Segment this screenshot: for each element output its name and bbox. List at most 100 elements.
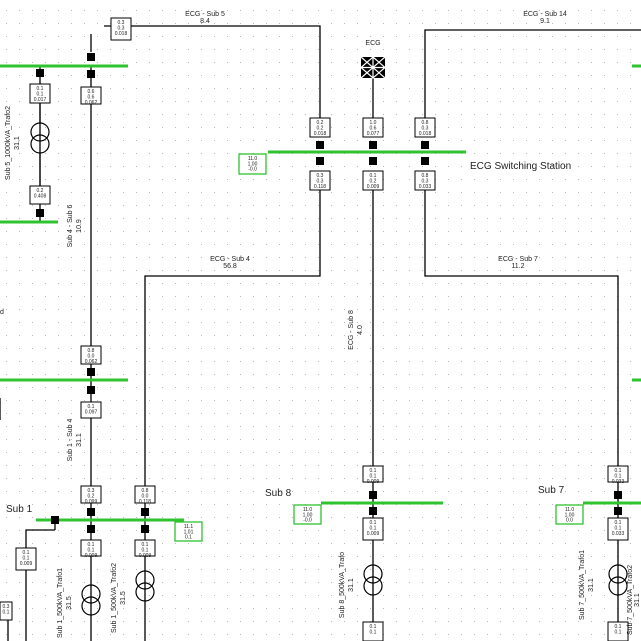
result-box[interactable]: 0.10.097	[80, 401, 102, 419]
breaker-square	[87, 525, 95, 533]
result-value: 1.0	[370, 120, 377, 126]
breaker-square	[316, 157, 324, 165]
transformer-symbol-sub8[interactable]	[363, 564, 383, 596]
breaker-square	[369, 157, 377, 165]
result-value: 0.1	[142, 548, 149, 554]
line-label-ecg-sub4: ECG - Sub 4	[210, 256, 250, 263]
result-box[interactable]: 0.10.1	[362, 621, 384, 641]
result-box[interactable]: 0.30.30.118	[309, 170, 331, 191]
bus-result-box-sub8[interactable]: 11.01.00-0.0	[293, 504, 322, 525]
result-value: 0.017	[34, 97, 47, 103]
trafo-value-sub7-1: 31.1	[588, 578, 595, 592]
bus-result-box-sub7[interactable]: 11.01.000.0	[555, 504, 584, 525]
bus-result-value: 11.0	[565, 507, 575, 513]
result-box[interactable]: 0.10.1	[607, 621, 629, 641]
line-ecg-sub7	[424, 190, 619, 466]
result-value: 0.1	[370, 630, 377, 636]
result-box[interactable]: 0.10.20.009	[362, 170, 384, 191]
result-value: 0.2	[317, 126, 324, 132]
result-box[interactable]: 0.10.10.033	[607, 517, 629, 541]
result-value: 0.1	[37, 86, 44, 92]
trafo-label-sub1-1: Sub 1_500kVA_Trafo1	[57, 568, 64, 638]
result-box[interactable]: 0.60.60.062	[80, 86, 102, 106]
result-value: 0.1	[615, 468, 622, 474]
breaker-square	[141, 525, 149, 533]
breaker-square	[369, 141, 377, 149]
result-box[interactable]: 0.30.20.099	[80, 485, 102, 505]
result-value: 0.018	[419, 131, 432, 137]
trafo-label-sub7-1: Sub 7_500kVA_Trafo1	[579, 550, 586, 620]
result-value: 0.033	[419, 184, 432, 190]
line-ecg-sub4	[144, 190, 321, 486]
bus-result-box-ecg[interactable]: 11.01.00-0.0	[238, 153, 267, 175]
bus-result-value: 1.00	[565, 512, 575, 518]
result-value: 0.1	[615, 474, 622, 480]
transformer-symbol-sub7[interactable]	[608, 564, 628, 596]
result-value: 0.033	[612, 531, 625, 537]
line-value-ecg-sub7: 11.2	[511, 263, 524, 270]
result-value: 0.009	[367, 531, 380, 537]
breaker-square	[87, 368, 95, 376]
result-box[interactable]: 0.80.30.018	[414, 117, 436, 138]
line-ecg-sub14	[424, 29, 641, 118]
breaker-square	[369, 507, 377, 515]
result-value: 0.009	[367, 479, 380, 485]
result-value: 0.077	[367, 131, 380, 137]
result-box[interactable]: 0.20.408	[29, 185, 51, 205]
result-value: 0.1	[88, 404, 95, 410]
bus-result-value: 11.0	[303, 507, 313, 513]
result-boxes: 0.30.30.0180.10.10.0170.60.60.0620.20.40…	[0, 17, 629, 641]
result-value: 0.3	[118, 26, 125, 32]
result-value: 0.099	[85, 499, 98, 505]
result-value: 0.3	[88, 488, 95, 494]
line-label-ecg-sub8: ECG - Sub 8	[348, 310, 355, 350]
external-grid-ecg[interactable]: ECG	[360, 40, 386, 79]
result-value: 0.1	[370, 173, 377, 179]
result-value: 0.0	[88, 354, 95, 360]
result-value: 0.2	[370, 179, 377, 185]
result-value: 0.6	[88, 89, 95, 95]
result-value: 0.097	[85, 410, 98, 416]
result-value: 0.1	[23, 550, 30, 556]
bus-result-value: 11.0	[248, 156, 258, 162]
result-box[interactable]: 0.80.00.062	[80, 345, 102, 365]
result-box[interactable]: 1.00.60.077	[362, 117, 384, 138]
result-value: 0.1	[23, 556, 30, 562]
result-value: 0.6	[370, 126, 377, 132]
result-value: 0.3	[317, 179, 324, 185]
result-value: 0.1	[88, 548, 95, 554]
result-value: 0.1	[3, 610, 10, 616]
station-label-sub8: Sub 8	[265, 488, 292, 499]
partial-label-left: d	[0, 309, 4, 316]
busbars	[0, 64, 641, 522]
result-box[interactable]: 0.10.10.017	[29, 83, 51, 104]
result-box[interactable]: 0.80.00.118	[134, 485, 156, 505]
result-box[interactable]: 0.10.10.033	[607, 465, 629, 485]
result-value: 0.1	[370, 468, 377, 474]
bus-result-value: 1.00	[303, 512, 313, 518]
station-label-sub1: Sub 1	[6, 504, 33, 515]
line-ecg-sub5	[104, 25, 321, 118]
transformer-symbol-sub1-2[interactable]	[135, 570, 155, 602]
result-value: 0.1	[370, 520, 377, 526]
result-value: 0.062	[85, 100, 98, 106]
result-value: 0.009	[367, 184, 380, 190]
bus-result-value: -0.0	[303, 518, 312, 524]
bus-result-box-sub1[interactable]: 11.11.010.1	[174, 521, 203, 542]
result-value: 0.8	[142, 488, 149, 494]
result-box[interactable]: 0.80.30.033	[414, 170, 436, 191]
line-value-ecg-sub4: 56.8	[223, 263, 237, 270]
result-box[interactable]: 0.20.20.018	[309, 117, 331, 138]
line-label-sub4-sub6: Sub 4 - Sub 6	[67, 204, 74, 247]
result-box[interactable]: 0.30.1	[0, 601, 13, 621]
line-value-sub4-sub6: 10.9	[76, 219, 83, 233]
line-label-ecg-sub14: ECG - Sub 14	[523, 11, 567, 18]
result-box[interactable]: 0.10.10.009	[15, 547, 37, 571]
trafo-label-sub1-2: Sub 1_500kVA_Trafo2	[111, 563, 118, 633]
result-box[interactable]: 0.10.10.009	[362, 465, 384, 485]
result-box[interactable]: 0.30.30.018	[110, 17, 132, 41]
transformer-symbol-sub1-1[interactable]	[81, 584, 101, 616]
result-box[interactable]: 0.10.10.009	[134, 539, 156, 559]
result-box[interactable]: 0.10.10.009	[362, 517, 384, 541]
result-box[interactable]: 0.10.10.009	[80, 539, 102, 559]
